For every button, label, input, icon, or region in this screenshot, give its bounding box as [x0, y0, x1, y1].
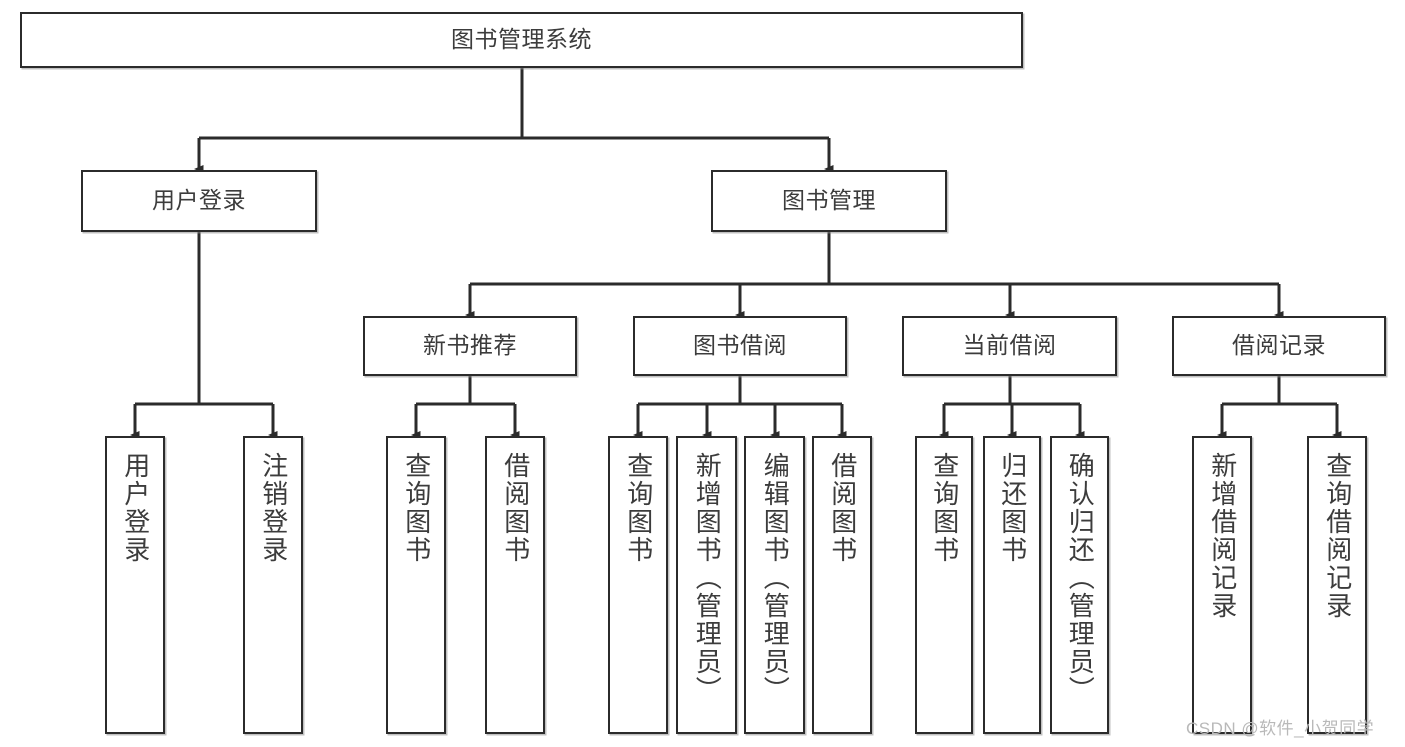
node-leaf-borrow-book-1[interactable]: 借阅图书 [485, 436, 545, 734]
node-book-manage[interactable]: 图书管理 [711, 170, 947, 232]
node-label-leaf-edit-book: 编辑图书（管理员） [760, 452, 791, 704]
node-label-leaf-query-record: 查询借阅记录 [1322, 452, 1353, 620]
node-root[interactable]: 图书管理系统 [20, 12, 1023, 68]
node-label-leaf-add-book: 新增图书（管理员） [692, 452, 723, 704]
node-leaf-user-login[interactable]: 用户登录 [105, 436, 165, 734]
node-current-borrow[interactable]: 当前借阅 [902, 316, 1117, 376]
node-leaf-query-record[interactable]: 查询借阅记录 [1307, 436, 1367, 734]
csdn-watermark: CSDN @软件_小贺同学 [1186, 719, 1375, 738]
node-label-book-manage: 图书管理 [782, 187, 876, 214]
node-borrow-record[interactable]: 借阅记录 [1172, 316, 1386, 376]
node-label-leaf-query-book-1: 查询图书 [401, 452, 432, 564]
node-leaf-add-book[interactable]: 新增图书（管理员） [676, 436, 737, 734]
node-label-leaf-logout: 注销登录 [258, 452, 289, 564]
node-label-leaf-borrow-book-1: 借阅图书 [500, 452, 531, 564]
node-leaf-edit-book[interactable]: 编辑图书（管理员） [744, 436, 805, 734]
node-leaf-confirm-return[interactable]: 确认归还（管理员） [1050, 436, 1109, 734]
node-leaf-query-book-1[interactable]: 查询图书 [386, 436, 446, 734]
node-label-borrow-record: 借阅记录 [1232, 332, 1326, 359]
node-book-borrow[interactable]: 图书借阅 [633, 316, 847, 376]
node-leaf-borrow-book-2[interactable]: 借阅图书 [812, 436, 872, 734]
node-leaf-query-book-2[interactable]: 查询图书 [608, 436, 668, 734]
node-label-root: 图书管理系统 [451, 26, 592, 53]
node-label-leaf-query-book-2: 查询图书 [623, 452, 654, 564]
node-leaf-add-record[interactable]: 新增借阅记录 [1192, 436, 1252, 734]
node-label-book-borrow: 图书借阅 [693, 332, 787, 359]
node-label-leaf-add-record: 新增借阅记录 [1207, 452, 1238, 620]
node-new-book-rec[interactable]: 新书推荐 [363, 316, 577, 376]
node-label-leaf-user-login: 用户登录 [120, 452, 151, 564]
node-label-leaf-confirm-return: 确认归还（管理员） [1065, 452, 1096, 704]
node-label-current-borrow: 当前借阅 [962, 332, 1057, 359]
node-leaf-query-book-3[interactable]: 查询图书 [915, 436, 973, 734]
node-label-leaf-query-book-3: 查询图书 [929, 452, 960, 564]
node-leaf-logout[interactable]: 注销登录 [243, 436, 303, 734]
node-label-leaf-return-book: 归还图书 [997, 452, 1028, 564]
node-label-new-book-rec: 新书推荐 [423, 332, 517, 359]
node-user-login[interactable]: 用户登录 [81, 170, 317, 232]
node-label-user-login: 用户登录 [152, 187, 246, 214]
node-label-leaf-borrow-book-2: 借阅图书 [827, 452, 858, 564]
node-leaf-return-book[interactable]: 归还图书 [983, 436, 1041, 734]
